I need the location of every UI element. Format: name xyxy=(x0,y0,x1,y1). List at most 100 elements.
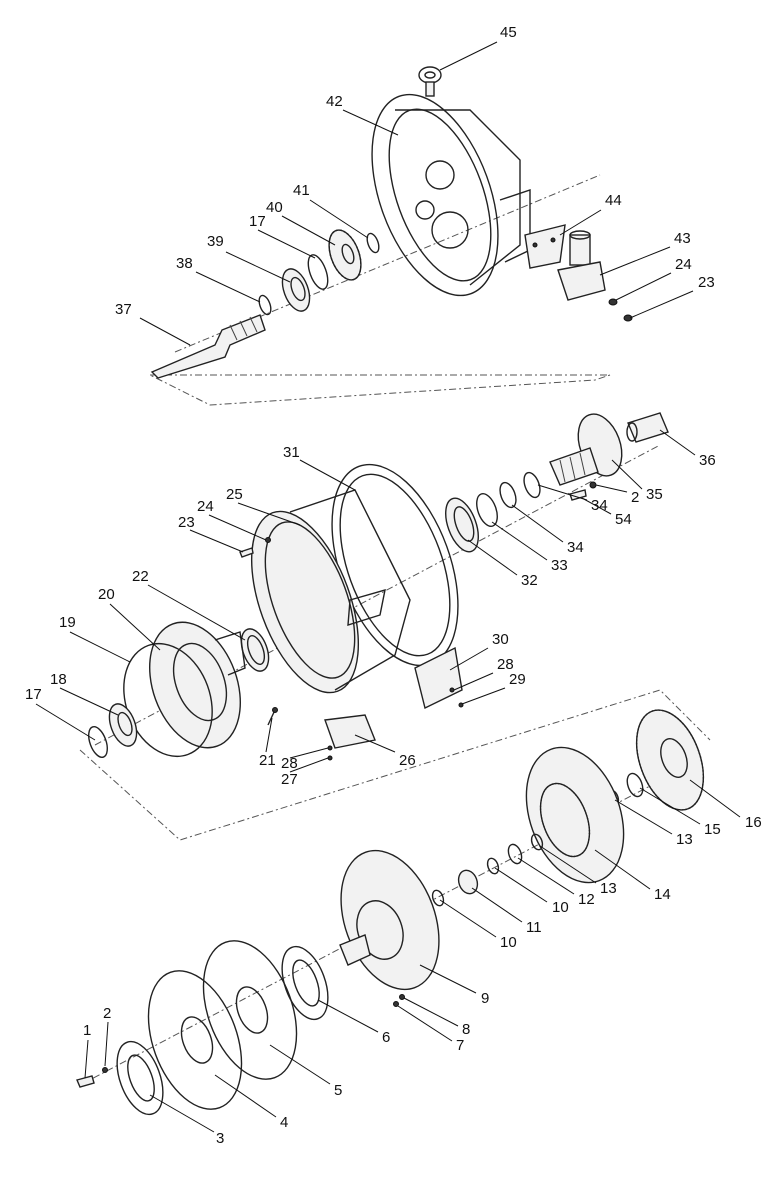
part-17-ring-lower xyxy=(88,726,108,758)
leader-line xyxy=(109,603,161,651)
part-32-gear-ring xyxy=(445,497,479,553)
leader-line xyxy=(594,849,651,890)
part-21-bolt xyxy=(267,707,278,726)
leader-line xyxy=(147,584,246,641)
leader-line xyxy=(342,109,399,136)
leader-line xyxy=(225,251,291,283)
callout-10a: 10 xyxy=(500,934,517,951)
callout-37: 37 xyxy=(115,301,132,318)
callout-4: 4 xyxy=(280,1114,288,1131)
leader-line xyxy=(189,529,244,553)
leader-lines xyxy=(35,41,741,1133)
callout-32: 32 xyxy=(521,572,538,589)
callout-6: 6 xyxy=(382,1029,390,1046)
callout-21: 21 xyxy=(259,752,276,769)
part-9-converter-cover xyxy=(339,849,440,991)
leader-line xyxy=(265,717,273,753)
part-1-2-bolt-washer xyxy=(76,1067,108,1088)
leader-line xyxy=(214,1074,277,1118)
callout-28a: 28 xyxy=(281,755,298,772)
part-42-housing xyxy=(371,93,531,297)
leader-line xyxy=(629,290,694,319)
leader-line xyxy=(195,271,261,303)
part-20-pump-housing xyxy=(149,621,246,749)
leader-line xyxy=(208,514,267,541)
callout-1: 1 xyxy=(83,1022,91,1039)
callout-3: 3 xyxy=(216,1130,224,1147)
leader-line xyxy=(494,867,548,903)
leader-line xyxy=(517,857,575,895)
callout-17b: 17 xyxy=(25,686,42,703)
leader-line xyxy=(539,845,597,884)
callout-2: 2 xyxy=(103,1005,111,1022)
callout-44: 44 xyxy=(605,192,622,209)
callout-26: 26 xyxy=(399,752,416,769)
leader-line xyxy=(104,1021,109,1067)
callout-54: 54 xyxy=(615,511,632,528)
leader-line xyxy=(309,199,369,239)
part-44-gasket xyxy=(524,224,566,269)
callout-40: 40 xyxy=(266,199,283,216)
callout-23a: 23 xyxy=(698,274,715,291)
leader-line xyxy=(139,317,191,346)
leader-line xyxy=(69,631,131,663)
callout-34a: 34 xyxy=(591,497,608,514)
callout-10b: 10 xyxy=(552,899,569,916)
leader-line xyxy=(491,521,548,561)
leader-line xyxy=(281,215,336,246)
callout-11: 11 xyxy=(526,919,542,936)
callout-9: 9 xyxy=(481,990,489,1007)
leader-line xyxy=(471,887,523,923)
callout-36: 36 xyxy=(699,452,716,469)
leader-line xyxy=(354,734,396,753)
leader-line xyxy=(149,1094,215,1133)
part-5-flex-plate xyxy=(202,940,298,1080)
callout-19: 19 xyxy=(59,614,76,631)
leader-line xyxy=(595,484,628,493)
leader-line xyxy=(467,539,518,576)
leader-line xyxy=(439,41,498,71)
leader-line xyxy=(614,799,673,835)
leader-line xyxy=(439,899,497,938)
callout-25: 25 xyxy=(226,486,243,503)
callout-43: 43 xyxy=(674,230,691,247)
leader-line xyxy=(689,779,741,818)
part-33-ring xyxy=(476,493,498,527)
callout-22: 22 xyxy=(132,568,149,585)
leader-line xyxy=(317,999,379,1033)
part-36-sleeve xyxy=(626,412,669,443)
callout-30: 30 xyxy=(492,631,509,648)
callout-13a: 13 xyxy=(676,831,693,848)
callout-5: 5 xyxy=(334,1082,342,1099)
leader-line xyxy=(84,1039,89,1079)
leader-line xyxy=(611,459,643,490)
part-45-eye-bolt xyxy=(418,66,442,97)
part-34-rings xyxy=(499,471,597,509)
callout-17a: 17 xyxy=(249,213,266,230)
part-24-23-washers-top xyxy=(608,298,633,322)
callout-42: 42 xyxy=(326,93,343,110)
part-26-plate xyxy=(324,714,376,749)
leader-line xyxy=(559,209,602,236)
callout-2-upper: 2 xyxy=(631,489,639,506)
part-22-ring xyxy=(240,628,270,672)
part-6-ring-plate xyxy=(281,945,329,1021)
part-10-13-small-rings xyxy=(431,833,544,907)
leader-line xyxy=(397,1005,453,1042)
part-35-flange-shaft xyxy=(549,413,623,486)
part-8-7-small xyxy=(393,994,405,1007)
part-18-bearing xyxy=(108,703,138,747)
part-3-ring xyxy=(116,1040,164,1116)
part-14-impeller xyxy=(525,746,625,884)
leader-line xyxy=(615,272,672,301)
callout-labels: 1 2 3 4 5 6 7 8 9 10 10 11 12 13 13 14 1… xyxy=(25,24,762,1147)
callout-33: 33 xyxy=(551,557,568,574)
leader-line xyxy=(419,964,477,994)
callout-18: 18 xyxy=(50,671,67,688)
callout-34b: 34 xyxy=(567,539,584,556)
callout-13b: 13 xyxy=(600,880,617,897)
callout-14: 14 xyxy=(654,886,671,903)
part-39-bearing xyxy=(281,268,311,312)
